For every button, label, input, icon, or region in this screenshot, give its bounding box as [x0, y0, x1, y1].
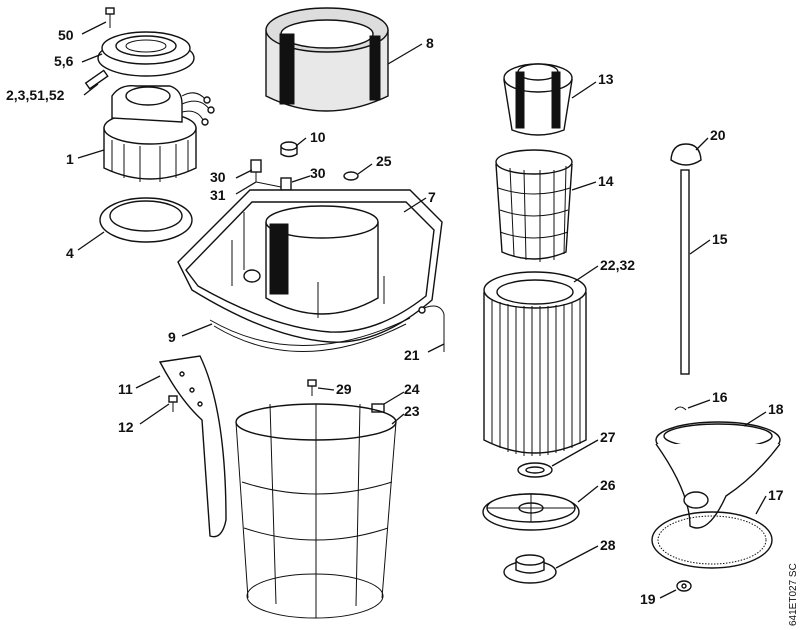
part-ring-27 [517, 462, 553, 478]
callout-8: 8 [426, 35, 434, 51]
callout-10: 10 [310, 129, 326, 145]
callout-31: 31 [210, 187, 226, 203]
callout-24: 24 [404, 381, 420, 397]
callout-28: 28 [600, 537, 616, 553]
part-motor-1 [103, 85, 215, 182]
callout-21: 21 [404, 347, 420, 363]
callout-4: 4 [66, 245, 74, 261]
part-screw-50 [105, 7, 115, 28]
callout-12: 12 [118, 419, 134, 435]
part-clip-31 [250, 159, 292, 191]
callout-11: 11 [118, 381, 133, 397]
part-rod-15 [680, 169, 690, 375]
leader-lines [77, 21, 767, 599]
part-plug-25 [343, 171, 359, 181]
part-clip-16 [674, 406, 687, 411]
callout-9: 9 [168, 329, 176, 345]
part-screw-29 [307, 379, 317, 396]
callout-15: 15 [712, 231, 728, 247]
callout-30-right: 30 [310, 165, 326, 181]
callout-20: 20 [710, 127, 726, 143]
callout-2-3-51-52: 2,3,51,52 [6, 87, 65, 103]
callout-25: 25 [376, 153, 392, 169]
callout-19: 19 [640, 591, 656, 607]
part-deflector-11 [158, 355, 227, 538]
part-nut-10 [280, 141, 298, 158]
part-nut-19 [676, 580, 692, 592]
callout-23: 23 [404, 403, 420, 419]
callout-13: 13 [598, 71, 614, 87]
part-head-housing-7 [177, 189, 443, 343]
callout-17: 17 [768, 487, 784, 503]
part-foam-ring-8 [265, 7, 389, 112]
callout-22-32: 22,32 [600, 257, 635, 273]
callout-16: 16 [712, 389, 728, 405]
part-filter-cage-14 [495, 149, 573, 262]
part-basket-23 [235, 403, 397, 619]
part-knob-20 [670, 143, 702, 166]
part-screw-12 [168, 395, 178, 412]
callout-26: 26 [600, 477, 616, 493]
part-filter-cartridge-22-32 [483, 271, 587, 456]
part-clip-24 [371, 403, 385, 413]
callout-27: 27 [600, 429, 616, 445]
callout-30-left: 30 [210, 169, 226, 185]
part-bracket-21 [418, 305, 445, 352]
drawing-code: 641ET027 SC [788, 563, 799, 626]
callout-1: 1 [66, 151, 74, 167]
part-brush-2-3 [84, 69, 109, 90]
part-gasket-4 [99, 197, 193, 243]
part-cover-5-6 [97, 31, 195, 77]
part-funnel-18 [655, 421, 781, 529]
callout-29: 29 [336, 381, 352, 397]
callout-14: 14 [598, 173, 614, 189]
part-disc-26 [482, 493, 580, 531]
callout-18: 18 [768, 401, 784, 417]
part-filter-cap-13 [503, 63, 573, 136]
part-knob-28 [503, 554, 557, 584]
part-sealing-ring-17 [651, 511, 773, 569]
callout-50: 50 [58, 27, 74, 43]
callout-5-6: 5,6 [54, 53, 74, 69]
callout-7: 7 [428, 189, 436, 205]
part-sealing-ring-9 [209, 317, 411, 352]
